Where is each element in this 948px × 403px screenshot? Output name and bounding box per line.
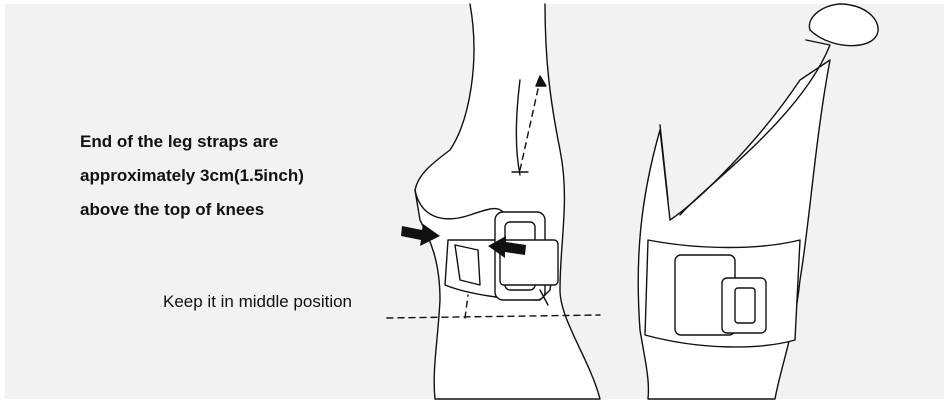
left-strap-buckle xyxy=(444,211,559,306)
instruction-line-1: End of the leg straps are xyxy=(80,132,279,151)
instruction-line-3: above the top of knees xyxy=(80,200,265,219)
press-arrow-icons xyxy=(401,224,526,258)
left-leg-drawing xyxy=(414,3,601,400)
guide-lines xyxy=(386,79,601,319)
right-strap xyxy=(644,239,801,348)
instruction-line-2: approximately 3cm(1.5inch) xyxy=(80,166,304,185)
arrow-up-icon xyxy=(535,75,547,87)
middle-position-label: Keep it in middle position xyxy=(163,292,353,311)
